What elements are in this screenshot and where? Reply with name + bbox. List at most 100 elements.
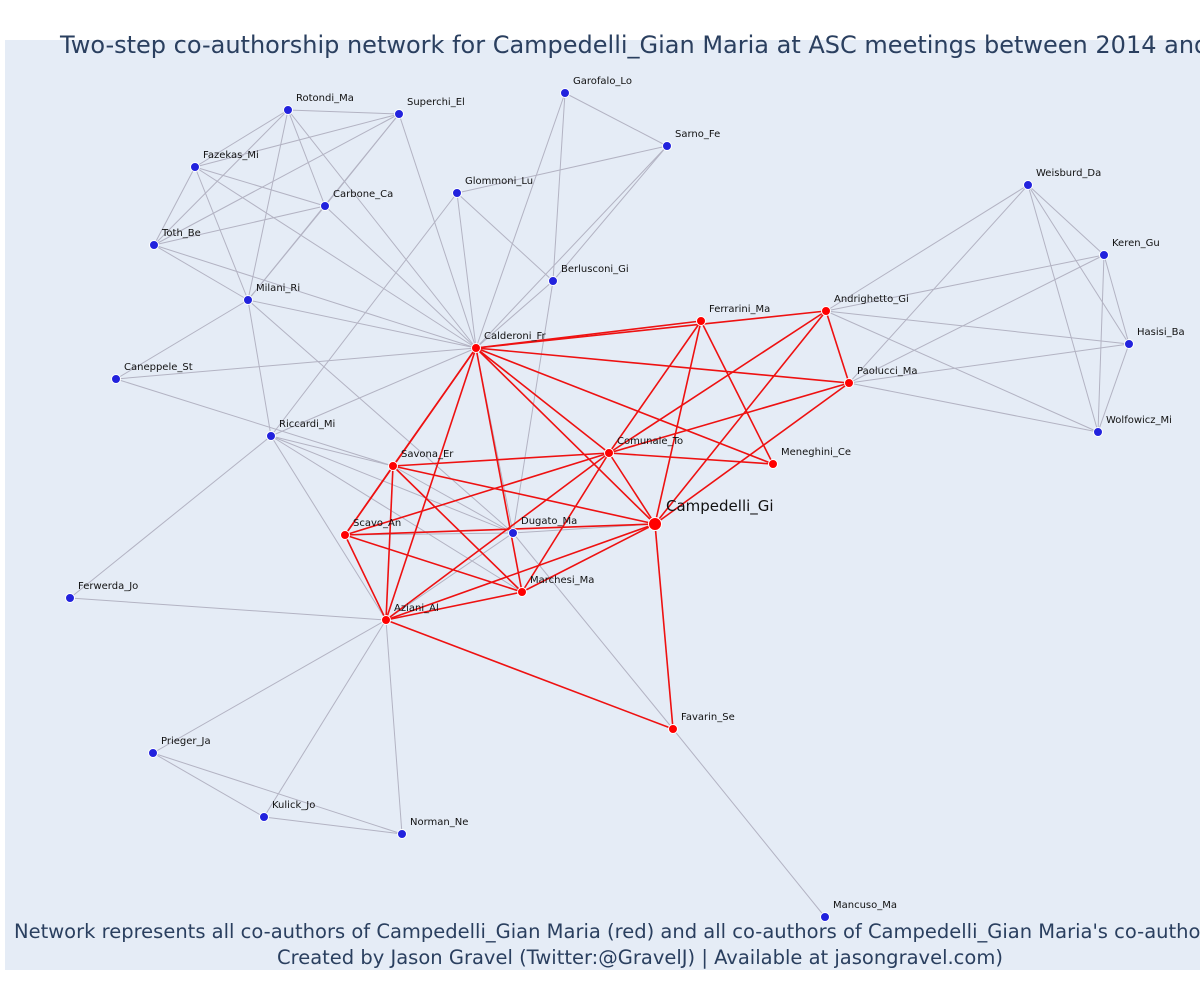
node-fazekas-mi[interactable] [190,162,200,172]
node-hasisi-ba[interactable] [1124,339,1134,349]
node-campedelli-gi[interactable] [648,517,662,531]
caption-description: Network represents all co-authors of Cam… [14,920,1200,943]
node-prieger-ja[interactable] [148,748,158,758]
edge-comunale-to-meneghini-ce [608,452,774,465]
edge-andrighetto-gi-comunale-to [608,310,827,454]
node-label-kulick-jo: Kulick_Jo [272,800,315,811]
edge-campedelli-gi-favarin-se [654,523,674,730]
edge-toth-be-carbone-ca [153,205,326,246]
edge-savona-er-marchesi-ma [392,465,523,593]
node-paolucci-ma[interactable] [844,378,854,388]
node-toth-be[interactable] [149,240,159,250]
edge-weisburd-da-wolfowicz-mi [1027,184,1099,433]
edge-glommoni-lu-berlusconi-gi [456,192,554,282]
node-kulick-jo[interactable] [259,812,269,822]
node-calderoni-fr[interactable] [471,343,481,353]
edge-riccardi-mi-aziani-al [270,435,387,621]
edge-campedelli-gi-aziani-al [385,523,656,621]
node-norman-ne[interactable] [397,829,407,839]
edge-berlusconi-gi-calderoni-fr [475,280,554,349]
node-comunale-to[interactable] [604,448,614,458]
edge-savona-er-scavo-an [344,465,394,536]
edge-sarno-fe-berlusconi-gi [552,145,668,282]
node-dugato-ma[interactable] [508,528,518,538]
node-label-ferrarini-ma: Ferrarini_Ma [709,304,770,315]
edge-calderoni-fr-aziani-al [385,347,477,621]
node-label-milani-ri: Milani_Ri [256,283,300,294]
node-caneppele-st[interactable] [111,374,121,384]
edge-dugato-ma-savona-er [392,465,514,534]
node-savona-er[interactable] [388,461,398,471]
node-andrighetto-gi[interactable] [821,306,831,316]
edge-campedelli-gi-marchesi-ma [521,523,656,593]
edge-milani-ri-riccardi-mi [247,299,272,437]
edge-dugato-ma-aziani-al [385,532,514,621]
node-label-norman-ne: Norman_Ne [410,817,468,828]
edge-riccardi-mi-savona-er [270,435,394,467]
node-ferwerda-jo[interactable] [65,593,75,603]
node-label-garofalo-lo: Garofalo_Lo [573,76,632,87]
edge-comunale-to-aziani-al [385,452,610,621]
edge-savona-er-aziani-al [385,465,394,621]
edge-superchi-el-calderoni-fr [398,113,477,349]
node-garofalo-lo[interactable] [560,88,570,98]
edge-glommoni-lu-riccardi-mi [270,192,458,437]
node-marchesi-ma[interactable] [517,587,527,597]
node-milani-ri[interactable] [243,295,253,305]
edge-keren-gu-andrighetto-gi [825,254,1105,312]
edge-prieger-ja-norman-ne [152,752,403,835]
node-superchi-el[interactable] [394,109,404,119]
node-label-comunale-to: Comunale_To [617,436,683,447]
node-favarin-se[interactable] [668,724,678,734]
edge-garofalo-lo-berlusconi-gi [552,92,566,282]
node-rotondi-ma[interactable] [283,105,293,115]
node-riccardi-mi[interactable] [266,431,276,441]
node-scavo-an[interactable] [340,530,350,540]
node-mancuso-ma[interactable] [820,912,830,922]
edge-sarno-fe-glommoni-lu [456,145,668,194]
node-berlusconi-gi[interactable] [548,276,558,286]
edge-calderoni-fr-meneghini-ce [475,347,774,465]
node-labels: Campedelli_GiCalderoni_FrFerrarini_MaAnd… [78,76,1185,911]
edge-caneppele-st-savona-er [115,378,394,467]
node-label-sarno-fe: Sarno_Fe [675,129,720,140]
node-weisburd-da[interactable] [1023,180,1033,190]
edge-ferrarini-ma-meneghini-ce [700,320,774,465]
node-label-dugato-ma: Dugato_Ma [521,516,577,527]
node-carbone-ca[interactable] [320,201,330,211]
edge-calderoni-fr-andrighetto-gi [475,310,827,349]
edge-rotondi-ma-fazekas-mi [194,109,289,168]
edge-ferrarini-ma-comunale-to [608,320,702,454]
edge-rotondi-ma-milani-ri [247,109,289,301]
edge-rotondi-ma-carbone-ca [287,109,326,207]
edge-weisburd-da-paolucci-ma [848,184,1029,384]
edge-scavo-an-marchesi-ma [344,534,523,593]
edge-riccardi-mi-marchesi-ma [270,435,523,593]
edge-milani-ri-caneppele-st [115,299,249,380]
edge-aziani-al-prieger-ja [152,619,387,754]
node-meneghini-ce[interactable] [768,459,778,469]
node-glommoni-lu[interactable] [452,188,462,198]
node-label-scavo-an: Scavo_An [353,518,401,529]
node-label-weisburd-da: Weisburd_Da [1036,168,1101,179]
node-wolfowicz-mi[interactable] [1093,427,1103,437]
nodes [65,88,1134,922]
node-aziani-al[interactable] [381,615,391,625]
edge-berlusconi-gi-dugato-ma [512,280,554,534]
edge-milani-ri-calderoni-fr [247,299,477,349]
node-keren-gu[interactable] [1099,250,1109,260]
edge-carbone-ca-milani-ri [247,205,326,301]
edge-rotondi-ma-calderoni-fr [287,109,477,349]
node-label-marchesi-ma: Marchesi_Ma [530,575,594,586]
edge-campedelli-gi-calderoni-fr [475,347,656,525]
node-sarno-fe[interactable] [662,141,672,151]
edge-marchesi-ma-aziani-al [385,591,523,621]
node-ferrarini-ma[interactable] [696,316,706,326]
edge-campedelli-gi-comunale-to [608,452,656,525]
edge-weisburd-da-andrighetto-gi [825,184,1029,312]
edge-garofalo-lo-sarno-fe [564,92,668,147]
edges-second-step [69,92,1130,918]
plot-background [5,40,1200,970]
edge-aziani-al-kulick-jo [263,619,387,818]
